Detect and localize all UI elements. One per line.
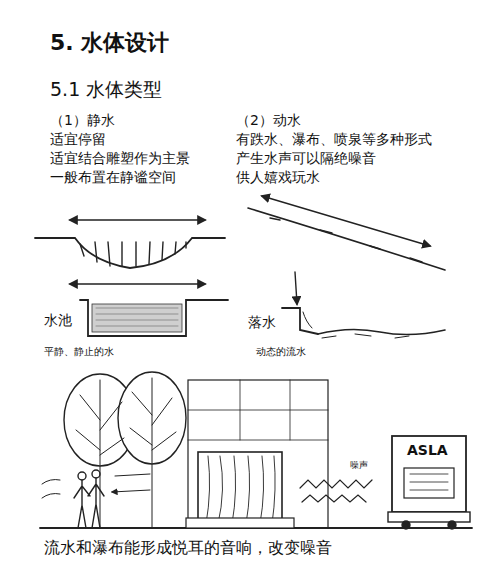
feature-line: 适宜结合雕塑作为主景 [50,150,190,167]
type-heading: （2）动水 [236,112,301,129]
sketch-note: 平静、静止的水 [44,346,114,358]
sketch-label: 落水 [248,314,276,331]
feature-line: 产生水声可以隔绝噪音 [236,150,376,167]
figure-caption: 流水和瀑布能形成悦耳的音响，改变噪音 [44,538,332,557]
sketch-label: 水池 [44,312,72,329]
noise-label: 噪声 [350,460,368,471]
feature-line: 有跌水、瀑布、喷泉等多种形式 [236,131,432,148]
page-title: 5. 水体设计 [50,30,169,56]
type-heading: （1）静水 [50,112,115,129]
section-heading: 5.1 水体类型 [50,78,162,101]
feature-line: 供人嬉戏玩水 [236,169,320,186]
sketch-note: 动态的流水 [256,346,306,358]
feature-line: 一般布置在静谧空间 [50,169,176,186]
truck-label: ASLA [407,442,448,459]
feature-line: 适宜停留 [50,131,106,148]
